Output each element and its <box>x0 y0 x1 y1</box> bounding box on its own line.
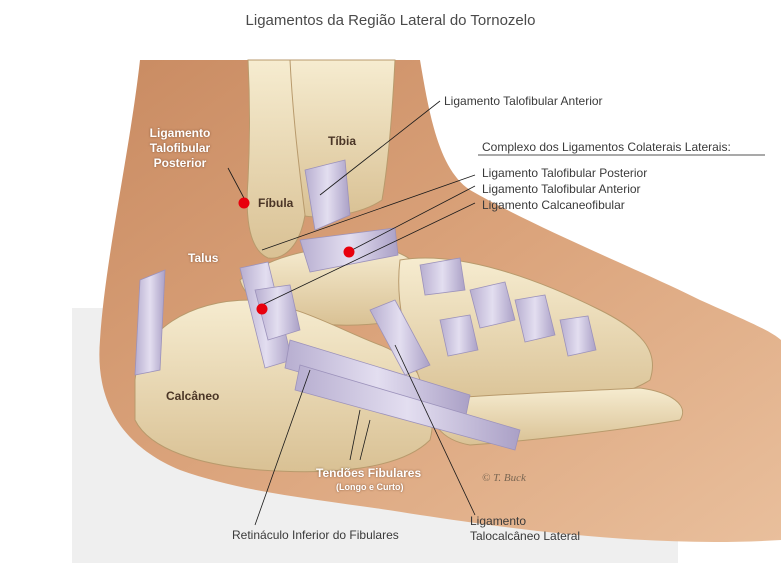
marker-talofibular-posterior <box>238 197 250 209</box>
artist-signature: © T. Buck <box>482 472 526 484</box>
label-talofib-anterior-top: Ligamento Talofibular Anterior <box>444 94 603 108</box>
marker-calcaneofibular <box>256 303 268 315</box>
label-complex-2: Ligamento Talofibular Anterior <box>482 182 641 196</box>
label-lig-posterior-line1: Ligamento <box>149 126 211 140</box>
label-retinaculo: Retináculo Inferior do Fibulares <box>232 528 399 542</box>
fibula-bone <box>246 59 306 259</box>
label-complex-heading: Complexo dos Ligamentos Colaterais Later… <box>482 140 731 154</box>
label-lig-talocalc-line1: Ligamento <box>470 514 527 528</box>
marker-talofibular-anterior <box>343 246 355 258</box>
label-lig-talocalc: Ligamento Talocalcâneo Lateral <box>470 514 580 544</box>
label-complex-3: Ligamento Calcaneofibular <box>482 198 625 212</box>
label-calcaneo: Calcâneo <box>166 389 220 403</box>
label-lig-talocalc-line2: Talocalcâneo Lateral <box>470 529 581 543</box>
diagram-title: Ligamentos da Região Lateral do Tornozel… <box>245 12 536 29</box>
label-lig-posterior-line3: Posterior <box>153 156 207 170</box>
label-fibula: Fíbula <box>258 196 294 210</box>
label-lig-posterior-line2: Talofibular <box>149 141 211 155</box>
label-tendoes-sub: (Longo e Curto) <box>336 482 404 492</box>
label-tendoes: Tendões Fibulares <box>316 466 422 480</box>
leader-lines <box>227 100 765 526</box>
label-complex-1: Ligamento Talofibular Posterior <box>482 166 648 180</box>
label-lig-posterior: Ligamento Talofibular Posterior <box>140 126 220 171</box>
label-talus: Talus <box>188 251 219 265</box>
label-tibia: Tíbia <box>328 134 357 148</box>
ligament-bands <box>134 159 597 451</box>
